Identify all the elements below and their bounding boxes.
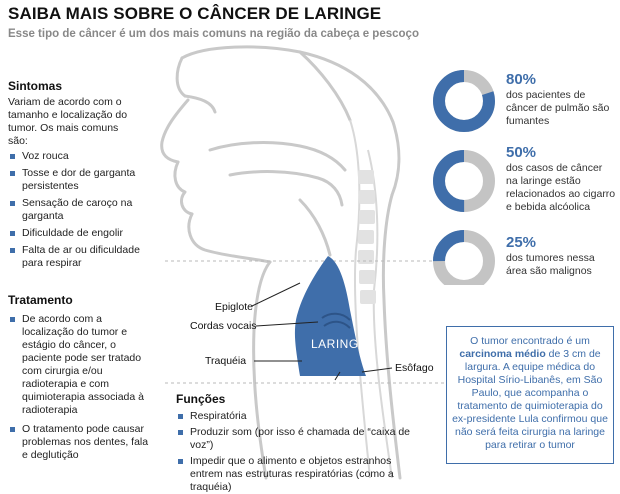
label-esofago: Esôfago	[395, 362, 434, 374]
stat-25-pct: 25%	[506, 234, 537, 251]
list-item: Respiratória	[176, 410, 426, 423]
sintomas-intro: Variam de acordo com o tamanho e localiz…	[8, 96, 128, 147]
list-item: Tosse e dor de garganta persistentes	[8, 167, 148, 193]
stat-50-desc: dos casos de câncer na laringe estão rel…	[506, 162, 616, 213]
list-item: O tratamento pode causar problemas nos d…	[8, 423, 153, 462]
list-item: Produzir som (por isso é chamada de “cai…	[176, 426, 426, 452]
funcoes-list: Respiratória Produzir som (por isso é ch…	[176, 410, 426, 494]
label-epiglote: Epiglote	[215, 301, 253, 313]
tratamento-heading: Tratamento	[8, 293, 73, 307]
leader-lines	[251, 282, 393, 381]
list-item: Dificuldade de engolir	[8, 227, 148, 240]
donut-fill-50	[433, 150, 495, 212]
head-outline	[160, 45, 402, 480]
funcoes-heading: Funções	[176, 392, 226, 406]
callout-bold: carcinoma médio	[459, 348, 546, 360]
stat-80-desc: dos pacientes de câncer de pulmão são fu…	[506, 89, 610, 127]
stat-80-pct: 80%	[506, 71, 537, 88]
list-item: Voz rouca	[8, 150, 148, 163]
list-item: De acordo com a localização do tumor e e…	[8, 313, 153, 417]
sintomas-list: Voz rouca Tosse e dor de garganta persis…	[8, 150, 148, 270]
page-title: SAIBA MAIS SOBRE O CÂNCER DE LARINGE	[8, 4, 382, 23]
stat-50-pct: 50%	[506, 144, 537, 161]
tumor-callout: O tumor encontrado é um carcinoma médio …	[446, 326, 614, 464]
stat-25-desc: dos tumores nessa área são malignos	[506, 252, 595, 277]
larynx-shape	[294, 256, 366, 376]
laringe-label: LARINGE	[311, 337, 368, 351]
vocal-cords	[321, 312, 351, 329]
label-traqueia: Traquéia	[205, 355, 247, 367]
sintomas-heading: Sintomas	[8, 79, 63, 93]
stat-donuts	[433, 70, 495, 285]
callout-post: de 3 cm de largura. A equipe médica do H…	[452, 348, 608, 451]
label-cordas-vocais: Cordas vocais	[190, 320, 257, 332]
donut-fill-80	[433, 70, 495, 132]
donut-fill-25	[433, 230, 495, 285]
vertebrae	[358, 170, 376, 304]
list-item: Impedir que o alimento e objetos estranh…	[176, 455, 426, 494]
anatomy-illustration	[160, 45, 445, 480]
page-subtitle: Esse tipo de câncer é um dos mais comuns…	[8, 28, 419, 40]
tratamento-list: De acordo com a localização do tumor e e…	[8, 313, 153, 462]
list-item: Falta de ar ou dificuldade para respirar	[8, 244, 148, 270]
list-item: Sensação de caroço na garganta	[8, 197, 148, 223]
callout-pre: O tumor encontrado é um	[470, 335, 590, 347]
